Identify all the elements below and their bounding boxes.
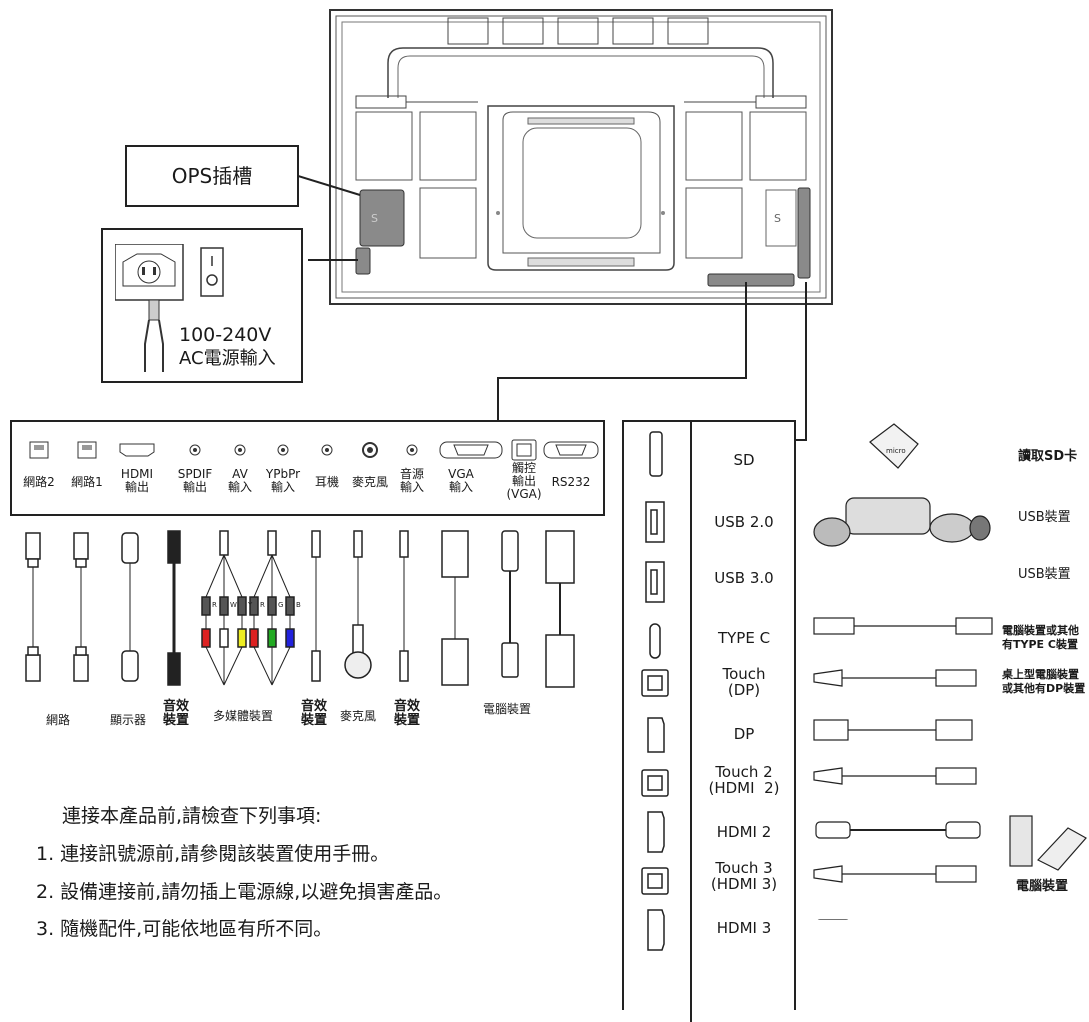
device-audio-3-label: 音效 裝置: [394, 699, 421, 728]
side-port-hdmi2-label: HDMI 2: [716, 823, 772, 841]
device-network-label: 網路: [46, 713, 71, 727]
power-voltage: 100-240V: [179, 324, 272, 346]
device-usb-1-label: USB裝置: [1018, 510, 1071, 525]
device-computer-label: 電腦裝置: [483, 702, 532, 716]
svg-text:S: S: [371, 212, 378, 225]
port-earphone-label: 耳機: [314, 475, 339, 489]
device-computer-side-label: 電腦裝置: [1016, 879, 1069, 894]
panel-leader-lines: [497, 282, 807, 441]
device-audio-1-label: 音效 裝置: [163, 699, 190, 728]
notes-heading: 連接本產品前,請檢查下列事項:: [62, 805, 322, 827]
svg-text:S: S: [774, 212, 781, 225]
bottom-port-icons: [29, 439, 599, 461]
side-port-hdmi3-label: HDMI 3: [716, 919, 772, 937]
notes-item-3: 3. 隨機配件,可能依地區有所不同。: [36, 918, 333, 940]
port-vga-in-label: VGA 輸入: [448, 467, 474, 494]
ops-leader-line: [298, 175, 361, 261]
device-dp-label: 桌上型電腦裝置 或其他有DP裝置: [1002, 668, 1086, 695]
port-spdif-out-label: SPDIF 輸出: [177, 467, 213, 494]
svg-text:B: B: [296, 601, 301, 609]
side-port-usb2-label: USB 2.0: [714, 513, 774, 531]
ops-slot-label: OPS插槽: [171, 164, 253, 188]
side-port-touch3-label: Touch 3 (HDMI 3): [710, 859, 778, 893]
port-mic-label: 麥克風: [351, 475, 388, 489]
svg-text:R: R: [260, 601, 265, 609]
svg-text:Y: Y: [247, 601, 253, 609]
device-multimedia-label: 多媒體裝置: [213, 709, 274, 723]
device-read-sd-label: 讀取SD卡: [1018, 449, 1078, 464]
port-lan1-label: 網路1: [71, 475, 103, 489]
bottom-io-panel: 網路2 網路1 HDMI 輸出 SPDIF 輸出 AV 輸入 YPbPr 輸入 …: [10, 420, 605, 516]
side-port-typec-label: TYPE C: [717, 629, 771, 647]
sd-card-text: micro: [886, 447, 906, 455]
monitor-back-drawing: S S: [329, 9, 833, 305]
ac-inlet-drawing: [115, 244, 224, 372]
device-display-label: 顯示器: [110, 713, 147, 727]
port-ypbpr-in-label: YPbPr 輸入: [265, 467, 301, 494]
svg-text:R: R: [212, 601, 217, 609]
side-port-icons: [641, 431, 669, 951]
svg-text:W: W: [230, 601, 237, 609]
port-hdmi-out-label: HDMI 輸出: [120, 467, 154, 494]
device-microphone-label: 麥克風: [340, 709, 377, 723]
port-av-in-label: AV 輸入: [227, 467, 252, 494]
side-devices-drawing: micro: [813, 423, 1087, 920]
port-lan2-label: 網路2: [23, 475, 55, 489]
svg-text:G: G: [278, 601, 283, 609]
device-usb-2-label: USB裝置: [1018, 567, 1071, 582]
side-port-touch-dp-label: Touch (DP): [722, 665, 766, 699]
side-io-panel: SD USB 2.0 USB 3.0 TYPE C Touch (DP) DP …: [622, 420, 796, 1022]
side-port-touch2-label: Touch 2 (HDMI 2): [708, 763, 780, 797]
device-audio-2-label: 音效 裝置: [301, 699, 328, 728]
device-type-c-label: 電腦裝置或其他 有TYPE C裝置: [1002, 624, 1079, 651]
side-port-usb3-label: USB 3.0: [714, 569, 774, 587]
power-label: AC電源輸入: [179, 348, 276, 369]
port-audio-in-label: 音源 輸入: [399, 467, 424, 494]
power-input-callout: 100-240V AC電源輸入: [101, 228, 303, 383]
port-rs232-label: RS232: [551, 475, 591, 489]
notes-item-1: 1. 連接訊號源前,請參閱該裝置使用手冊。: [36, 843, 390, 865]
port-touch-out-vga-label: 觸控 輸出 (VGA): [506, 461, 542, 501]
side-port-sd-label: SD: [733, 451, 755, 469]
side-port-dp-label: DP: [733, 725, 755, 743]
ops-slot-callout: OPS插槽: [125, 145, 299, 207]
notes-item-2: 2. 設備連接前,請勿插上電源線,以避免損害產品。: [36, 881, 453, 903]
